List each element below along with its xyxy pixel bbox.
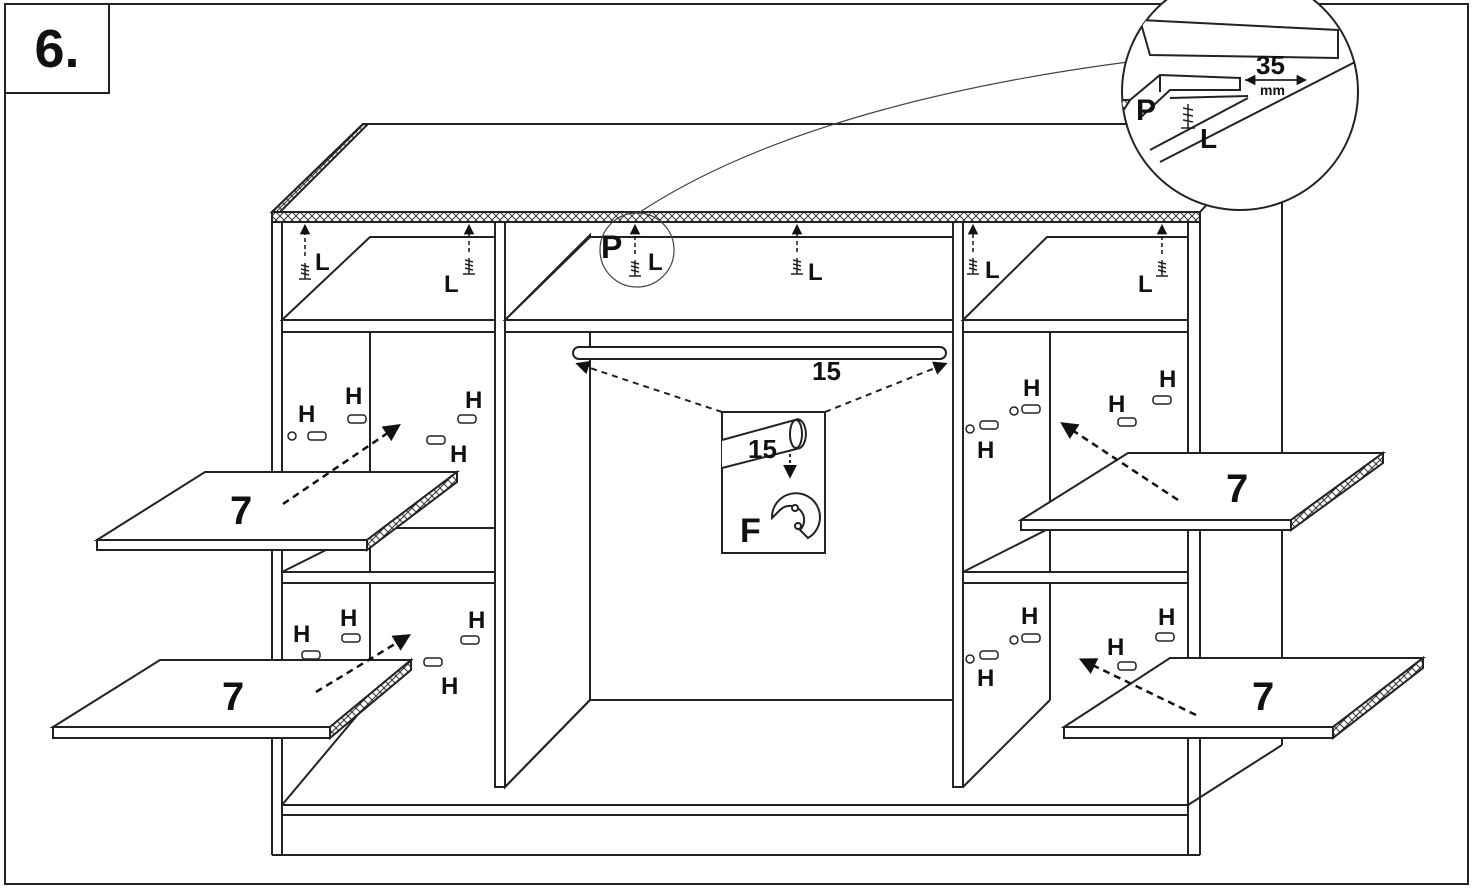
detail-top-panel-label: P <box>1136 94 1156 127</box>
screw-label: L <box>985 257 1000 284</box>
pin-label: H <box>340 605 357 632</box>
shelf-lower-right <box>1060 655 1426 741</box>
distance-value: 35 <box>1256 50 1285 80</box>
rail-label: 15 <box>812 356 841 386</box>
pin-label: H <box>345 383 362 410</box>
pin-label: H <box>293 621 310 648</box>
shelf-label-lower-right: 7 <box>1252 675 1274 719</box>
pin-label: H <box>977 665 994 692</box>
pin-label: H <box>450 441 467 468</box>
callout-leader-line <box>639 61 1129 213</box>
pin-label: H <box>1108 391 1125 418</box>
pin-label: H <box>1158 604 1175 631</box>
shelf-upper-left <box>93 469 460 553</box>
shelf-label-upper-right: 7 <box>1226 467 1248 511</box>
pin-label: H <box>1159 366 1176 393</box>
screws <box>299 258 1168 280</box>
page-frame <box>4 3 1469 885</box>
pin-label: H <box>441 673 458 700</box>
pin-label: H <box>468 607 485 634</box>
screw-label: L <box>444 271 459 298</box>
distance-unit: mm <box>1260 82 1285 98</box>
screw-labels: L L L L L L <box>315 249 1153 298</box>
screw-label: L <box>648 249 663 276</box>
pin-label: H <box>1023 375 1040 402</box>
pin-label: H <box>298 401 315 428</box>
magnified-detail: P L 35 mm <box>1121 0 1359 211</box>
screw-arrows <box>299 223 1168 256</box>
rail-holder-detail <box>721 411 826 554</box>
pin-label: H <box>1107 634 1124 661</box>
rail-holder-label: F <box>740 512 761 550</box>
screw-label: L <box>808 259 823 286</box>
screw-label: L <box>315 249 330 276</box>
detail-rail-label: 15 <box>748 434 777 464</box>
detail-screw-label: L <box>1200 123 1217 154</box>
shelf-pin-labels: H H H H H H H H H H H H H H H H <box>293 366 1176 700</box>
step-number: 6. <box>34 18 80 79</box>
pin-label: H <box>977 437 994 464</box>
step-number-box: 6. <box>4 3 110 94</box>
shelf-label-upper-left: 7 <box>230 489 252 533</box>
rail-callout-lines <box>575 360 948 413</box>
pin-label: H <box>465 387 482 414</box>
shelf-pins <box>287 395 1175 671</box>
top-panel-label: P <box>601 229 622 265</box>
screw-label: L <box>1138 271 1153 298</box>
shelf-insert-arrows <box>282 422 1197 717</box>
shelf-label-lower-left: 7 <box>222 675 244 719</box>
callout-circle <box>599 212 675 288</box>
wardrobe-carcass <box>269 123 1285 856</box>
hanging-rail <box>572 346 947 360</box>
pin-label: H <box>1021 603 1038 630</box>
shelf-upper-right <box>1017 451 1387 532</box>
shelf-lower-left <box>49 657 414 741</box>
